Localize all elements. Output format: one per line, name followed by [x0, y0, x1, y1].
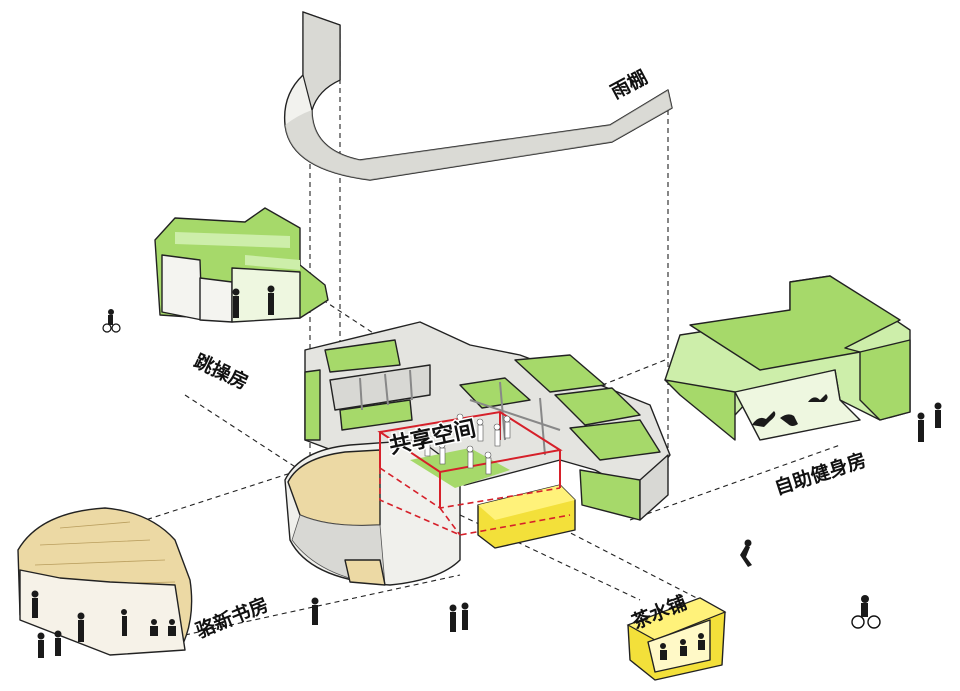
canopy-label: 雨棚 — [607, 65, 651, 103]
bookstore-label: 骆新书房 — [193, 593, 272, 643]
canopy — [283, 11, 673, 181]
gym-people — [752, 394, 942, 442]
cyclist-figure-2 — [851, 595, 881, 629]
teahouse — [626, 597, 727, 681]
dance-room — [154, 207, 329, 323]
dance-room-label: 跳操房 — [191, 349, 252, 394]
shared-space-people — [423, 413, 511, 475]
gym-label: 自助健身房 — [772, 448, 869, 499]
pedestrians — [311, 539, 752, 632]
teahouse-people — [660, 633, 705, 660]
gym — [664, 275, 942, 442]
bookstore — [17, 507, 193, 658]
cyclist-figure — [102, 309, 121, 333]
main-building — [284, 321, 671, 586]
bookstore-people — [31, 590, 176, 658]
